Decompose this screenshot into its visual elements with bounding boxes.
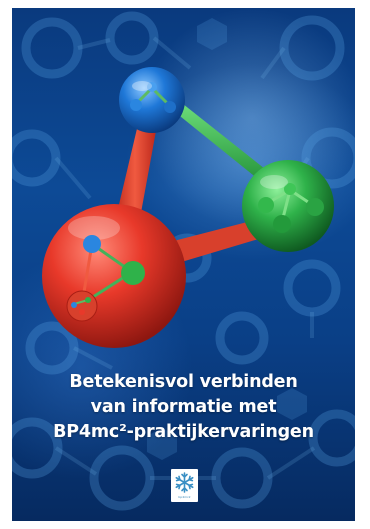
publisher-logo: bp4mc2 <box>171 469 198 502</box>
title-line-1: Betekenisvol verbinden <box>69 372 298 392</box>
title-line-3: BP4mc²-praktijkervaringen <box>53 422 314 442</box>
molecule-illustration <box>42 67 334 348</box>
snowflake-icon <box>175 472 194 493</box>
book-cover: Betekenisvol verbinden van informatie me… <box>12 8 355 521</box>
sphere-blue <box>119 67 185 133</box>
sphere-green <box>242 160 334 252</box>
title-line-2: van informatie met <box>90 397 277 417</box>
sphere-red <box>42 204 186 348</box>
cover-title: Betekenisvol verbinden van informatie me… <box>12 370 355 445</box>
logo-text: bp4mc2 <box>178 495 191 499</box>
bond-blue-green <box>170 100 284 192</box>
